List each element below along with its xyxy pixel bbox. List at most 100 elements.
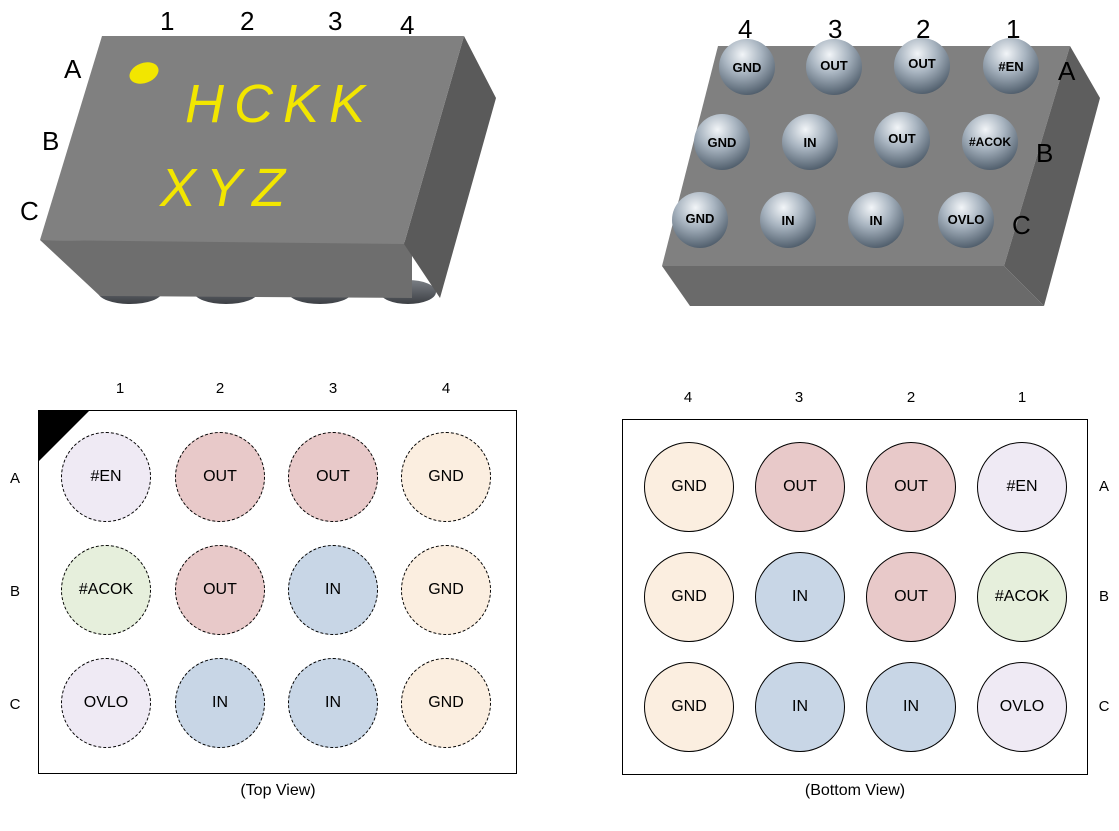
pin-label: GND	[671, 698, 707, 715]
pin-label: IN	[212, 694, 228, 711]
pin-label: OUT	[203, 581, 237, 598]
pin-ball: IN	[755, 552, 845, 642]
pin-label: #ACOK	[994, 588, 1050, 605]
pin-ball: #EN	[977, 442, 1067, 532]
row-label: A	[64, 54, 82, 84]
pin-ball: GND	[644, 442, 734, 532]
pin-ball: GND	[401, 545, 491, 635]
col-label: 4	[738, 14, 752, 44]
col-label: 4	[400, 10, 414, 40]
pin-ball: OUT	[288, 432, 378, 522]
ball-label: #EN	[998, 59, 1023, 74]
pin-ball: GND	[644, 662, 734, 752]
pin-ball: IN	[288, 658, 378, 748]
col-label: 3	[328, 6, 342, 36]
col-label: 1	[1006, 14, 1020, 44]
marking-line1: HCKK	[185, 74, 375, 134]
pin-label: IN	[792, 698, 808, 715]
pin-label: OUT	[894, 588, 928, 605]
col-label: 2	[240, 6, 254, 36]
col-label: 4	[683, 389, 693, 406]
solder-ball: #ACOK	[962, 114, 1018, 170]
pin-label: IN	[792, 588, 808, 605]
col-label: 2	[906, 389, 916, 406]
pin-ball: OUT	[175, 432, 265, 522]
solder-ball: #EN	[983, 38, 1039, 94]
solder-ball: IN	[760, 192, 816, 248]
pin-label: OUT	[894, 478, 928, 495]
col-label: 3	[328, 380, 338, 397]
row-label: B	[1098, 588, 1109, 605]
pin-label: IN	[325, 581, 341, 598]
package-right-face	[1004, 46, 1100, 306]
pin-ball: OUT	[866, 442, 956, 532]
ball-label: OVLO	[948, 212, 985, 227]
col-label: 1	[115, 380, 125, 397]
pin-ball: OUT	[755, 442, 845, 532]
ball-label: OUT	[888, 131, 916, 146]
col-label: 3	[828, 14, 842, 44]
pin-label: OVLO	[83, 694, 129, 711]
ball-label: GND	[708, 135, 737, 150]
col-label: 1	[160, 6, 174, 36]
col-label: 3	[794, 389, 804, 406]
pin-label: OUT	[783, 478, 817, 495]
pin-label: GND	[671, 478, 707, 495]
col-label: 2	[215, 380, 225, 397]
pin1-corner-marker	[38, 410, 90, 462]
pin-label: IN	[903, 698, 919, 715]
row-label: C	[20, 196, 39, 226]
ball-label: IN	[782, 213, 795, 228]
ball-label: GND	[733, 60, 762, 75]
pin-label: GND	[428, 581, 464, 598]
pin-label: OUT	[203, 468, 237, 485]
pin1-dot	[129, 62, 159, 84]
package-3d-top: HCKK XYZ 1 2 3 4 A B C	[20, 6, 496, 304]
pin-label: OVLO	[999, 698, 1045, 715]
row-label: A	[1058, 56, 1076, 86]
row-label: C	[1012, 210, 1031, 240]
pin-label: #EN	[1006, 478, 1038, 495]
col-label: 4	[441, 380, 451, 397]
solder-ball: OUT	[874, 112, 930, 168]
row-label: A	[1098, 478, 1109, 495]
pin-ball: IN	[755, 662, 845, 752]
pin-ball: IN	[866, 662, 956, 752]
ball-label: OUT	[908, 56, 936, 71]
marking-line2: XYZ	[158, 158, 295, 218]
pin-label: OUT	[316, 468, 350, 485]
row-label: C	[1098, 698, 1110, 715]
solder-ball: OUT	[894, 38, 950, 94]
pin-ball: GND	[401, 432, 491, 522]
pin-label: #EN	[90, 468, 122, 485]
package-front-face	[662, 266, 1044, 306]
pin-ball: GND	[401, 658, 491, 748]
pin-label: IN	[325, 694, 341, 711]
solder-ball: GND	[672, 192, 728, 248]
pin-ball: #ACOK	[977, 552, 1067, 642]
row-label: B	[42, 126, 59, 156]
package-top-face	[40, 36, 464, 244]
ball-label: OUT	[820, 58, 848, 73]
ball-label: IN	[804, 135, 817, 150]
pin-ball: OVLO	[61, 658, 151, 748]
ball-label: IN	[870, 213, 883, 228]
solder-ball: GND	[694, 114, 750, 170]
pin-label: #ACOK	[78, 581, 134, 598]
row-label: B	[1036, 138, 1053, 168]
row-label: C	[9, 696, 21, 713]
package-right-face	[404, 36, 496, 298]
pin-ball: IN	[288, 545, 378, 635]
pin-label: GND	[428, 468, 464, 485]
top-view-caption: (Top View)	[240, 782, 316, 799]
row-label: A	[9, 470, 20, 487]
pin-ball: IN	[175, 658, 265, 748]
pin-label: GND	[428, 694, 464, 711]
solder-ball: OVLO	[938, 192, 994, 248]
package-3d-bottom: GND OUT OUT #EN GND IN OUT #ACOK GND IN …	[662, 14, 1100, 306]
pin-ball: OVLO	[977, 662, 1067, 752]
solder-ball: IN	[782, 114, 838, 170]
row-label: B	[9, 583, 20, 600]
pin-ball: #ACOK	[61, 545, 151, 635]
pin-ball: GND	[644, 552, 734, 642]
